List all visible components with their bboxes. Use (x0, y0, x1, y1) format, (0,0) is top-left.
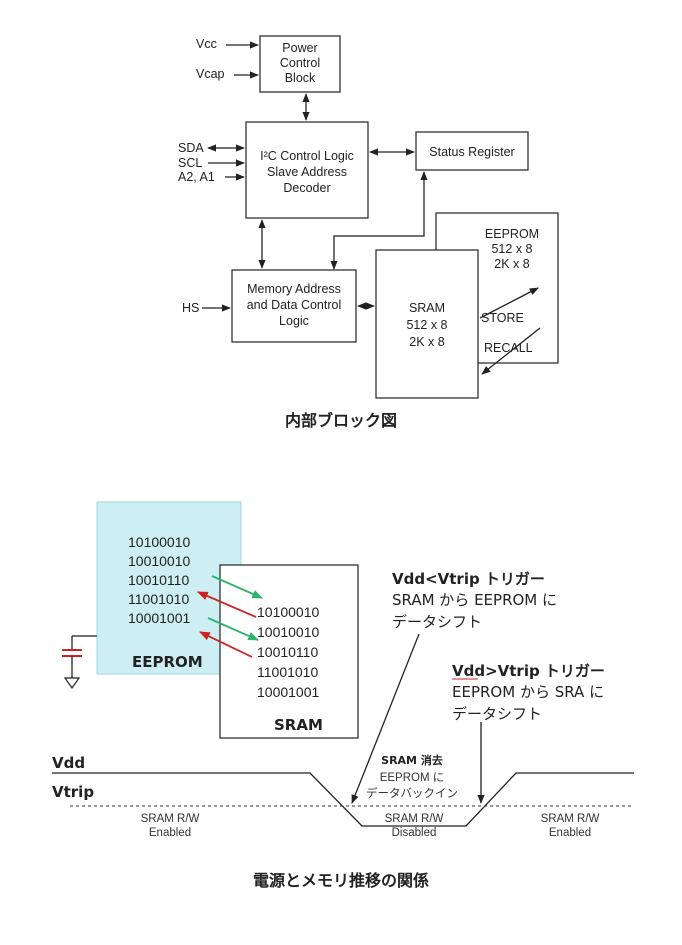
left-state-1: SRAM R/W (141, 813, 200, 825)
sram-bit-1: 10100010 (257, 604, 320, 620)
vdd-label: Vdd (52, 754, 85, 772)
vdd-waveform (52, 772, 634, 827)
sda-label: SDA (178, 141, 204, 155)
eeprom-panel (96, 501, 242, 675)
power-control-block (259, 35, 341, 93)
power-label-2: Control (280, 56, 320, 70)
eeprom-panel-label: EEPROM (132, 653, 203, 671)
status-register-block (415, 131, 529, 171)
eeprom-bit-2: 10010010 (128, 553, 191, 569)
red-arrow-1 (197, 591, 257, 618)
i2c-label-2: Slave Address (267, 165, 347, 179)
trip-down-pointer (351, 633, 420, 804)
sram-label-2: 512 x 8 (406, 318, 447, 332)
sram-bit-4: 11001010 (257, 664, 318, 680)
left-state-2: Enabled (149, 827, 191, 839)
erase-line-1: SRAM 消去 (381, 753, 443, 767)
trip-up-title: Vdd>Vtrip トリガー (452, 662, 605, 680)
mid-state-1: SRAM R/W (385, 813, 444, 825)
eeprom-bit-4: 11001010 (128, 591, 189, 607)
eeprom-bit-5: 10001001 (128, 610, 191, 626)
trip-down-line-1: SRAM から EEPROM に (392, 591, 557, 609)
eeprom-label-2: 512 x 8 (491, 242, 532, 256)
scl-label: SCL (178, 156, 202, 170)
power-label-1: Power (282, 41, 317, 55)
store-arrow (479, 287, 539, 319)
red-arrow-2 (199, 631, 253, 658)
block-diagram-caption: 内部ブロック図 (285, 411, 397, 430)
transition-caption: 電源とメモリ推移の関係 (253, 871, 429, 890)
right-state-1: SRAM R/W (541, 813, 600, 825)
sram-panel (219, 564, 359, 739)
a2a1-label: A2, A1 (178, 170, 215, 184)
sram-bit-3: 10010110 (257, 644, 318, 660)
sram-label-3: 2K x 8 (409, 335, 444, 349)
power-label-3: Block (285, 71, 316, 85)
vtrip-label: Vtrip (52, 783, 94, 801)
block-diagram: Power Control Block Vcc Vcap I²C Control… (178, 35, 559, 430)
sram-panel-label: SRAM (274, 716, 323, 734)
mem-label-2: and Data Control (247, 298, 342, 312)
vcc-label: Vcc (196, 37, 217, 51)
status-mem-link (330, 171, 428, 270)
eeprom-bit-1: 10100010 (128, 534, 191, 550)
sram-bit-5: 10001001 (257, 684, 320, 700)
eeprom-bit-3: 10010110 (128, 572, 189, 588)
transition-diagram: 10100010 10010010 10010110 11001010 1000… (52, 501, 634, 890)
vcap-label: Vcap (196, 67, 225, 81)
sram-bit-2: 10010010 (257, 624, 320, 640)
i2c-label-3: Decoder (283, 181, 330, 195)
store-label: STORE (481, 311, 524, 325)
hs-label: HS (182, 301, 199, 315)
status-label: Status Register (429, 145, 514, 159)
memory-address-block (231, 269, 357, 343)
sram-label-1: SRAM (409, 301, 445, 315)
recall-arrow (481, 327, 541, 375)
green-arrow-1 (211, 575, 263, 599)
mem-label-1: Memory Address (247, 282, 341, 296)
erase-line-2: EEPROM に (380, 772, 445, 784)
green-arrow-2 (207, 617, 259, 641)
eeprom-label-3: 2K x 8 (494, 257, 529, 271)
sram-block (375, 249, 479, 399)
mem-label-3: Logic (279, 314, 309, 328)
recall-label: RECALL (484, 341, 533, 355)
erase-line-3: データバックイン (366, 786, 458, 800)
right-state-2: Enabled (549, 827, 591, 839)
trip-up-line-2: データシフト (452, 705, 542, 723)
i2c-label-1: I²C Control Logic (260, 149, 354, 163)
capacitor-icon (62, 635, 97, 690)
mid-state-2: Disabled (392, 827, 437, 839)
trip-up-line-1: EEPROM から SRA に (452, 683, 604, 701)
trip-down-title: Vdd<Vtrip トリガー (392, 570, 545, 588)
trip-down-line-2: データシフト (392, 613, 482, 631)
eeprom-label-1: EEPROM (485, 227, 539, 241)
